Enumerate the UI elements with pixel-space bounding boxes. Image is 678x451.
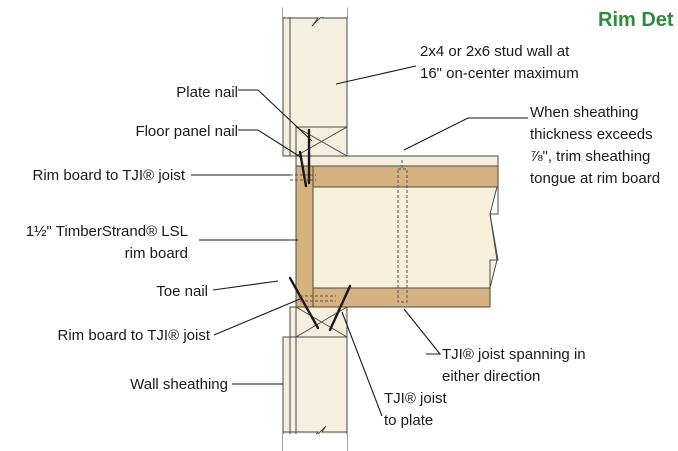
wall-sheathing-label: Wall sheathing [130, 376, 228, 393]
stud-wall-label-line-2: 16" on-center maximum [420, 65, 579, 82]
sheathing-note-line-1: When sheathing [530, 104, 638, 121]
toe-nail-right [328, 284, 352, 332]
sheathing-note-line-4: tongue at rim board [530, 170, 660, 187]
leader-lines [191, 65, 528, 417]
tji-joist [312, 160, 499, 308]
lower-stud-wall [282, 307, 348, 451]
joist-spanning-label-line-1: TJI® joist spanning in [442, 346, 586, 363]
floor-panel-nail-label: Floor panel nail [135, 123, 238, 140]
rim-board-label-line-1: 1½" TimberStrand® LSL [26, 223, 188, 240]
toe-nail-left [288, 276, 320, 330]
joist-spanning-label-line-2: either direction [442, 368, 540, 385]
toe-nail-label: Toe nail [156, 283, 208, 300]
rim-to-joist-bottom-label: Rim board to TJI® joist [58, 327, 211, 344]
rim-board [295, 165, 314, 308]
rim-nail-bottom [300, 295, 336, 302]
rim-to-joist-top-label: Rim board to TJI® joist [33, 167, 186, 184]
rim-nail-top [290, 174, 316, 181]
diagram-title: Rim Det [598, 9, 674, 31]
stud-wall-label-line-1: 2x4 or 2x6 stud wall at [420, 43, 570, 60]
floor-sheathing [295, 155, 499, 167]
rim-board-label-line-2: rim board [125, 245, 188, 262]
plate-nail-label: Plate nail [176, 84, 238, 101]
labels: 2x4 or 2x6 stud wall at 16" on-center ma… [26, 43, 660, 429]
sheathing-note-line-2: thickness exceeds [530, 126, 653, 143]
upper-top-plate [295, 126, 348, 157]
sheathing-note-line-3: ⅞", trim sheathing [530, 148, 650, 165]
joist-to-plate-label-line-1: TJI® joist [384, 390, 448, 407]
joist-to-plate-label-line-2: to plate [384, 412, 433, 429]
